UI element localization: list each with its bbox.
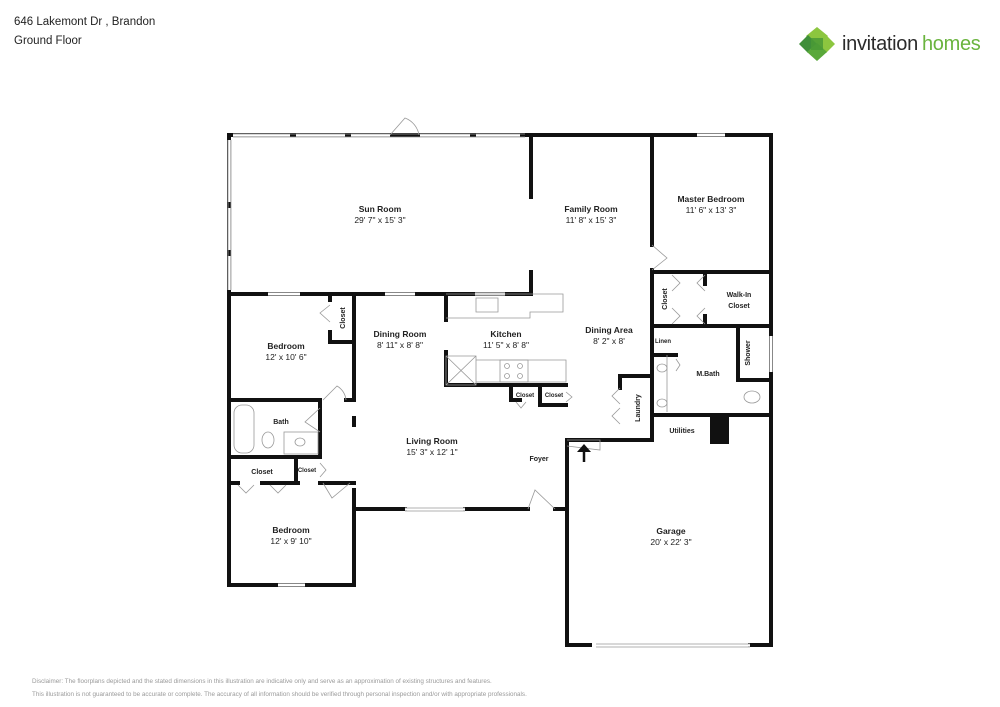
room-name-dining-room: Dining Room xyxy=(374,329,427,339)
label-bath: Bath xyxy=(273,419,289,426)
room-name-bedroom-2: Bedroom xyxy=(272,525,310,535)
room-name-living-room: Living Room xyxy=(406,436,458,446)
label-foyer: Foyer xyxy=(529,456,548,463)
utility-block xyxy=(710,416,729,444)
room-name-sun-room: Sun Room xyxy=(359,204,402,214)
room-dims-master-bedroom: 11' 6" x 13' 3" xyxy=(686,205,737,215)
disclaimer-line-2: This illustration is not guaranteed to b… xyxy=(32,691,527,698)
property-address: 646 Lakemont Dr , Brandon xyxy=(14,16,156,28)
room-dims-bedroom-2: 12' x 9' 10" xyxy=(270,536,311,546)
label-closet-master: Closet xyxy=(662,288,669,310)
label-closet-kitchen-2: Closet xyxy=(545,393,563,399)
label-closet-small: Closet xyxy=(298,468,316,474)
room-dims-dining-area: 8' 2" x 8' xyxy=(593,336,625,346)
room-dims-living-room: 15' 3" x 12' 1" xyxy=(406,447,457,457)
label-walk-in-1: Walk-In xyxy=(727,292,752,299)
room-name-kitchen: Kitchen xyxy=(490,329,521,339)
label-closet-bedroom-1: Closet xyxy=(340,307,347,329)
label-closet-hall: Closet xyxy=(251,469,273,476)
label-m-bath: M.Bath xyxy=(696,371,719,378)
disclaimer: Disclaimer: The floorplans depicted and … xyxy=(32,675,527,701)
floor-label: Ground Floor xyxy=(14,35,82,47)
label-closet-kitchen-1: Closet xyxy=(516,393,534,399)
room-dims-sun-room: 29' 7" x 15' 3" xyxy=(354,215,405,225)
room-dims-garage: 20' x 22' 3" xyxy=(650,537,691,547)
label-shower: Shower xyxy=(745,340,752,366)
label-walk-in-2: Closet xyxy=(728,303,750,310)
garage-entry-arrow-icon xyxy=(577,444,591,462)
label-laundry: Laundry xyxy=(635,394,642,422)
room-dims-dining-room: 8' 11" x 8' 8" xyxy=(377,340,423,350)
room-name-garage: Garage xyxy=(656,526,686,536)
disclaimer-line-1: Disclaimer: The floorplans depicted and … xyxy=(32,678,492,685)
room-dims-bedroom-1: 12' x 10' 6" xyxy=(265,352,306,362)
room-name-family-room: Family Room xyxy=(564,204,618,214)
room-name-dining-area: Dining Area xyxy=(585,325,633,335)
label-utilities: Utilities xyxy=(669,428,694,435)
invitation-homes-leaf-logo-icon xyxy=(799,27,835,61)
room-name-bedroom-1: Bedroom xyxy=(267,341,305,351)
room-dims-kitchen: 11' 5" x 8' 8" xyxy=(483,340,529,350)
room-name-master-bedroom: Master Bedroom xyxy=(677,194,745,204)
label-linen: Linen xyxy=(655,339,671,345)
room-dims-family-room: 11' 8" x 15' 3" xyxy=(566,215,617,225)
property-header: 646 Lakemont Dr , Brandon Ground Floor xyxy=(14,13,155,51)
